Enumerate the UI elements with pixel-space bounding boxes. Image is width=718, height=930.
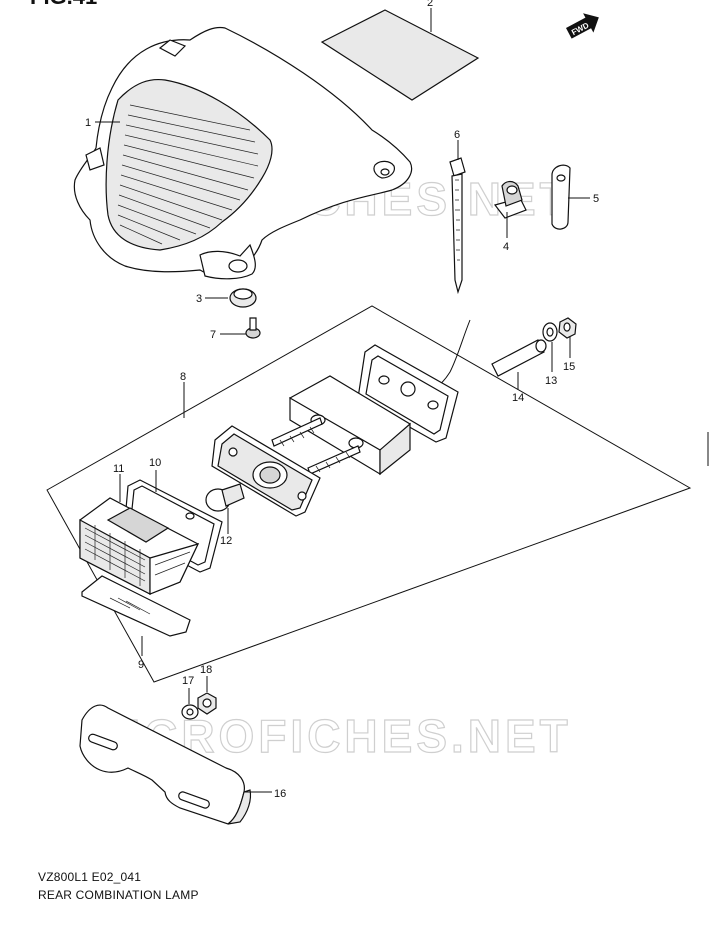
part-spacer-pipe: [491, 339, 547, 377]
callout-18: 18: [200, 664, 212, 676]
part-bulb: [205, 483, 245, 512]
callout-labels: 1 2 3 4 5 6 7 8 9 10 11 12 13 14 15 16 1…: [85, 0, 599, 800]
callout-10: 10: [149, 457, 161, 469]
part-lamp-assembly-box: [46, 305, 692, 683]
part-nut: [558, 317, 577, 339]
part-nut-lower: [197, 692, 217, 715]
part-clamp-band: [551, 164, 571, 230]
part-spacer-block: [288, 375, 411, 476]
part-socket-plate: [211, 425, 321, 517]
callout-17: 17: [182, 675, 194, 687]
part-lamp-bracket: [79, 704, 252, 825]
part-reflector: [81, 575, 191, 637]
part-lens: [79, 497, 200, 595]
callout-16: 16: [274, 788, 286, 800]
part-grommet: [229, 288, 257, 308]
callout-9: 9: [138, 659, 144, 671]
callout-8: 8: [180, 371, 186, 383]
callout-2: 2: [427, 0, 433, 9]
part-gasket-rear: [357, 344, 459, 443]
callout-4: 4: [503, 241, 509, 253]
part-cable-tie: [449, 157, 466, 295]
callout-1: 1: [85, 117, 91, 129]
part-washer-lower: [181, 704, 199, 720]
footer-title: REAR COMBINATION LAMP: [38, 888, 199, 902]
callout-13: 13: [545, 375, 557, 387]
callout-12: 12: [220, 535, 232, 547]
part-washer: [542, 322, 558, 342]
callout-6: 6: [454, 129, 460, 141]
callout-11: 11: [113, 463, 124, 475]
part-screw: [245, 317, 261, 339]
callout-14: 14: [512, 392, 524, 404]
footer-code: VZ800L1 E02_041: [38, 870, 142, 884]
leader-lines: [95, 8, 590, 793]
callout-3: 3: [196, 293, 202, 305]
callout-7: 7: [210, 329, 216, 341]
fwd-arrow-icon: FWD: [566, 13, 599, 39]
figure-title: FIG.41: [30, 0, 97, 9]
callout-5: 5: [593, 193, 599, 205]
part-label-sheet: [320, 9, 480, 101]
callout-15: 15: [563, 361, 575, 373]
part-clamp: [493, 180, 527, 219]
part-lamp-housing: [73, 26, 413, 280]
part-long-bolts: [271, 417, 361, 475]
